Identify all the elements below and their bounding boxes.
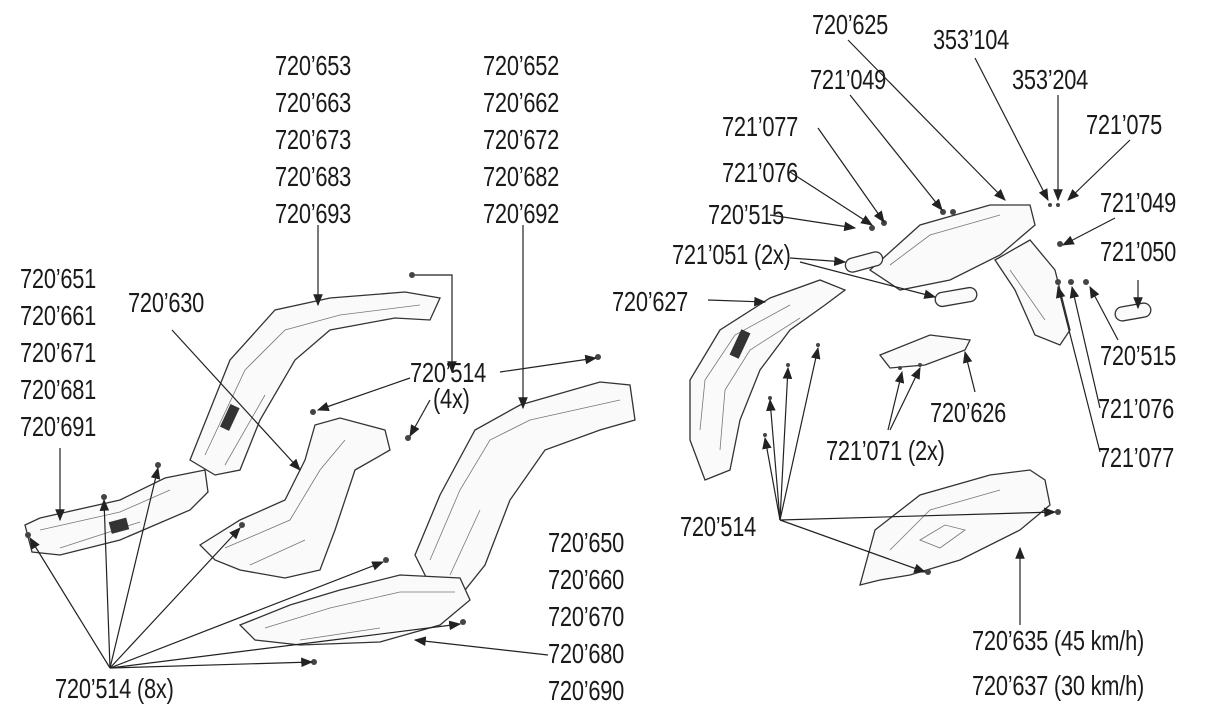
- label-721076-right: 721’076: [1098, 393, 1175, 424]
- label-721075: 721’075: [1086, 109, 1163, 140]
- label-group-left-lower-panel: 720’651 720’661 720’671 720’681 720’691: [20, 260, 118, 445]
- label-720515-left: 720’515: [708, 199, 785, 230]
- label-720635: 720’635 (45 km/h): [972, 625, 1145, 656]
- part-reflector-721051-b: [934, 286, 978, 308]
- label-353204: 353’204: [1012, 64, 1089, 95]
- label-screw-4x-qty: (4x): [433, 383, 470, 414]
- part-number: 720’663: [275, 87, 352, 118]
- label-721077-right: 721’077: [1098, 442, 1175, 473]
- part-number: 720’661: [20, 300, 97, 331]
- label-721071: 721’071 (2x): [826, 435, 945, 466]
- part-reflector-721050: [1114, 302, 1152, 322]
- label-721049-right: 721’049: [1100, 187, 1177, 218]
- part-upper-side-panel: [189, 291, 441, 476]
- part-tail-frame-720625: [868, 204, 1071, 346]
- label-721049-top: 721’049: [810, 64, 887, 95]
- label-721076-top: 721’076: [722, 157, 799, 188]
- part-number: 720’670: [548, 601, 625, 632]
- label-720627: 720’627: [612, 286, 689, 317]
- label-721077-top: 721’077: [722, 111, 799, 142]
- part-number: 720’692: [483, 198, 560, 229]
- part-number: 720’691: [20, 411, 97, 442]
- part-number: 720’662: [483, 87, 560, 118]
- label-center-panel: 720’630: [128, 287, 205, 318]
- label-screw-8x: 720’514 (8x): [55, 673, 174, 704]
- part-right-side-panel: [414, 381, 636, 591]
- part-number: 720’693: [275, 198, 352, 229]
- label-721051: 721’051 (2x): [672, 239, 791, 270]
- part-reflector-721051-a: [844, 251, 884, 273]
- part-number: 720’652: [483, 50, 560, 81]
- part-rear-mudguard-720627: [689, 279, 847, 481]
- part-number: 720’682: [483, 161, 560, 192]
- part-number: 720’680: [548, 638, 625, 669]
- label-353104: 353’104: [933, 24, 1010, 55]
- part-number: 720’683: [275, 161, 352, 192]
- label-group-right-side-panel: 720’652 720’662 720’672 720’682 720’692: [483, 47, 581, 232]
- part-number: 720’672: [483, 124, 560, 155]
- part-number: 720’690: [548, 675, 625, 706]
- part-number: 720’671: [20, 337, 97, 368]
- label-720626: 720’626: [930, 397, 1007, 428]
- part-center-panel: [198, 417, 391, 579]
- part-number: 720’650: [548, 527, 625, 558]
- part-number: 720’681: [20, 374, 97, 405]
- label-screw-4x: 720’514: [410, 357, 487, 388]
- label-720637: 720’637 (30 km/h): [972, 670, 1145, 701]
- label-720515-right: 720’515: [1100, 340, 1177, 371]
- part-bracket-720626: [878, 334, 971, 369]
- part-lower-side-panel: [238, 574, 471, 646]
- label-720514: 720’514: [680, 511, 757, 542]
- leader-lines: [29, 39, 1143, 669]
- part-number: 720’660: [548, 564, 625, 595]
- part-muffler-cover-720635: [859, 469, 1051, 586]
- label-group-upper-side-panel: 720’653 720’663 720’673 720’683 720’693: [275, 47, 373, 232]
- part-number: 720’653: [275, 50, 352, 81]
- part-number: 720’673: [275, 124, 352, 155]
- part-number: 720’651: [20, 263, 97, 294]
- label-721050: 721’050: [1100, 236, 1177, 267]
- label-720625: 720’625: [812, 9, 889, 40]
- part-left-lower-panel: [24, 469, 209, 556]
- label-group-lower-side-panel: 720’650 720’660 720’670 720’680 720’690: [548, 524, 646, 709]
